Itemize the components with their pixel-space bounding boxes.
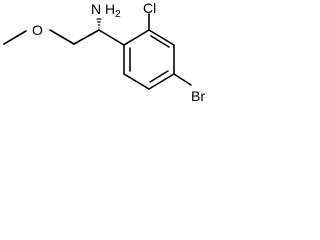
structure-canvas: N H2 O Cl Br xyxy=(0,0,258,136)
bond-ring-bromine xyxy=(173,73,192,86)
bond-methyl-oxygen xyxy=(3,30,27,45)
bond-oxygen-methylene xyxy=(49,29,75,45)
molecule-structure: N H2 O Cl Br xyxy=(3,0,205,104)
chlorine-label: Cl xyxy=(143,0,156,16)
amine-symbol: N xyxy=(91,1,101,17)
amine-subscript: 2 xyxy=(115,9,121,20)
benzene-ring xyxy=(123,29,175,90)
hashed-wedge-bond-amine xyxy=(96,18,102,29)
bond-stereocenter-ring xyxy=(98,29,125,46)
bromine-label: Br xyxy=(191,88,205,104)
amine-label: N H2 xyxy=(91,1,121,20)
bond-methylene-stereocenter xyxy=(73,29,100,45)
amine-nitrogen: H xyxy=(105,1,115,17)
oxygen-label: O xyxy=(32,22,43,38)
